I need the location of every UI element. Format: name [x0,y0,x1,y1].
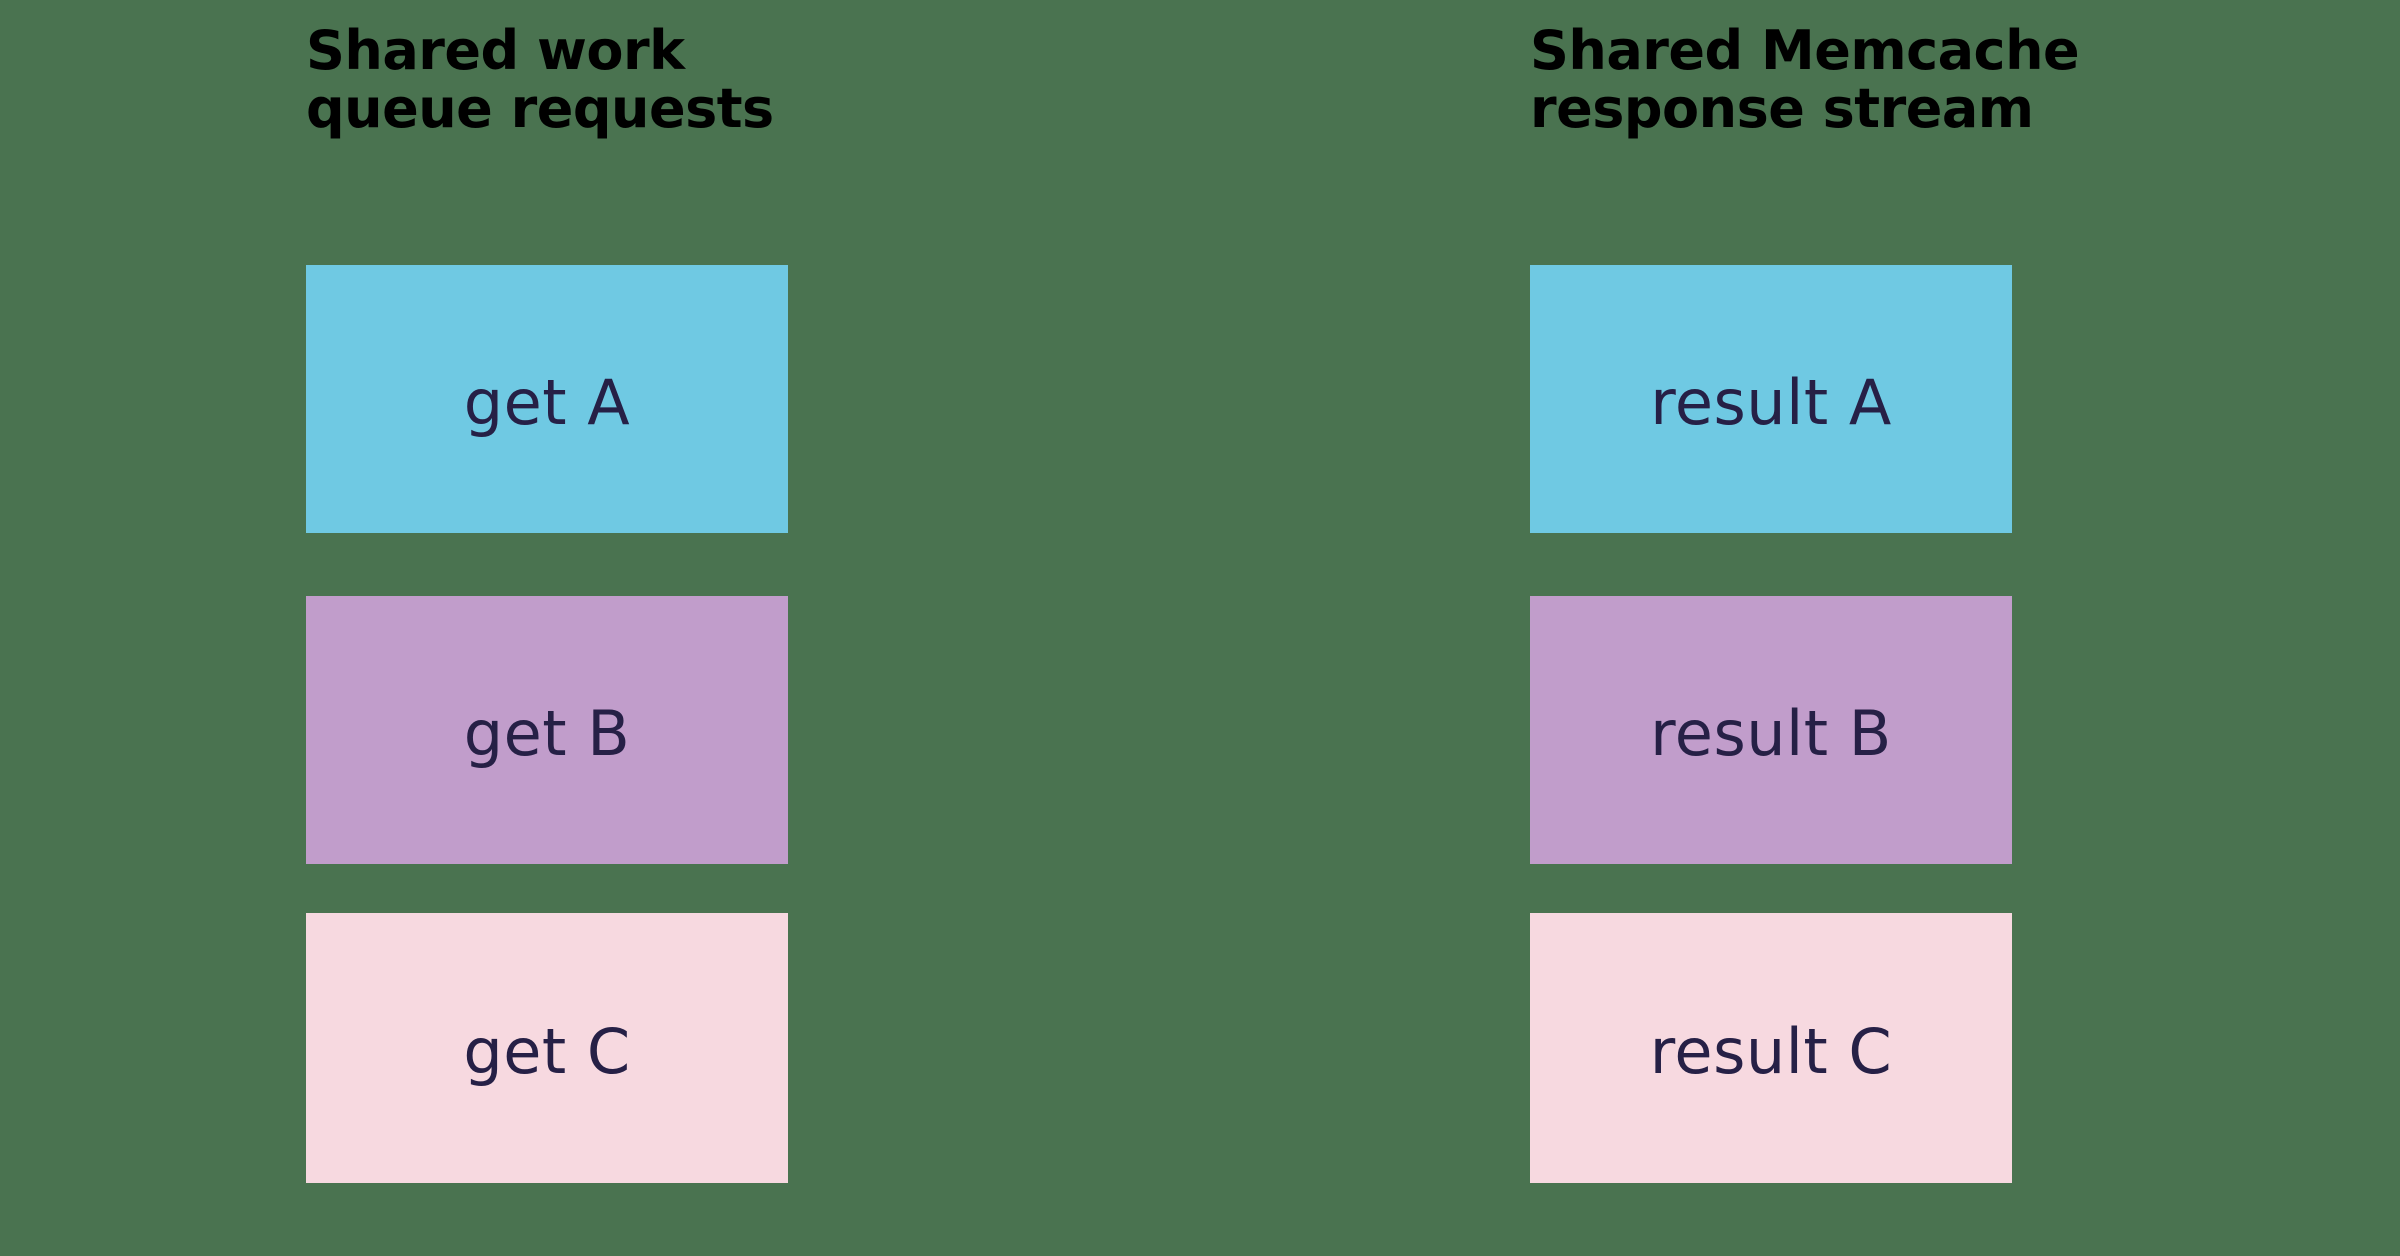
response-item-result-a: result A [1530,265,2012,533]
column-shared-work-queue: Shared work queue requests get A get B g… [306,0,788,1256]
column-heading-shared-work-queue: Shared work queue requests [306,19,774,141]
queue-item-label: get B [463,697,631,770]
column-heading-shared-memcache-response-stream: Shared Memcache response stream [1530,19,2080,141]
queue-item-label: get C [463,1015,631,1088]
queue-item-get-c: get C [306,913,788,1183]
queue-item-get-b: get B [306,596,788,864]
response-item-label: result A [1650,366,1892,439]
queue-item-get-a: get A [306,265,788,533]
response-item-label: result B [1650,697,1892,770]
response-item-label: result C [1649,1015,1893,1088]
column-shared-memcache-response-stream: Shared Memcache response stream result A… [1530,0,2080,1256]
response-item-result-c: result C [1530,913,2012,1183]
response-item-result-b: result B [1530,596,2012,864]
queue-item-label: get A [463,366,631,439]
